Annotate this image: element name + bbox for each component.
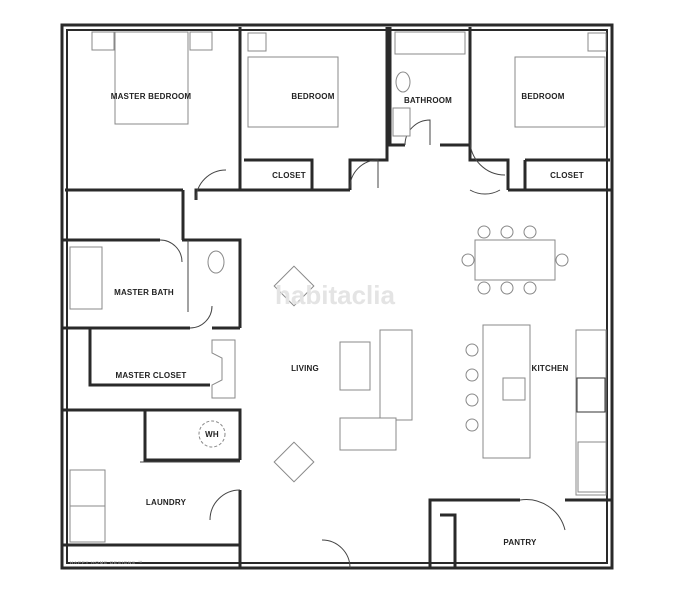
label-bathroom: BATHROOM — [404, 96, 452, 105]
interior-walls — [62, 27, 612, 568]
outer-wall-inner — [66, 29, 608, 564]
label-closet-1: CLOSET — [272, 171, 306, 180]
label-bedroom-1: BEDROOM — [291, 92, 334, 101]
label-closet-2: CLOSET — [550, 171, 584, 180]
designer-credit: HAPPY HOME DESIGNS ™ — [70, 560, 143, 565]
label-living: LIVING — [291, 364, 319, 373]
outer-wall — [60, 23, 614, 570]
label-pantry: PANTRY — [503, 538, 537, 547]
label-master-closet: MASTER CLOSET — [115, 371, 186, 380]
label-water-heater: WH — [205, 430, 219, 439]
room-labels: MASTER BEDROOM BEDROOM BATHROOM BEDROOM … — [70, 92, 584, 565]
watermark: habitaclia — [275, 280, 395, 310]
label-master-bath: MASTER BATH — [114, 288, 174, 297]
label-bedroom-2: BEDROOM — [521, 92, 564, 101]
label-kitchen: KITCHEN — [532, 364, 569, 373]
doors — [140, 119, 566, 569]
label-laundry: LAUNDRY — [146, 498, 187, 507]
furniture — [69, 31, 607, 543]
label-master-bedroom: MASTER BEDROOM — [111, 92, 192, 101]
